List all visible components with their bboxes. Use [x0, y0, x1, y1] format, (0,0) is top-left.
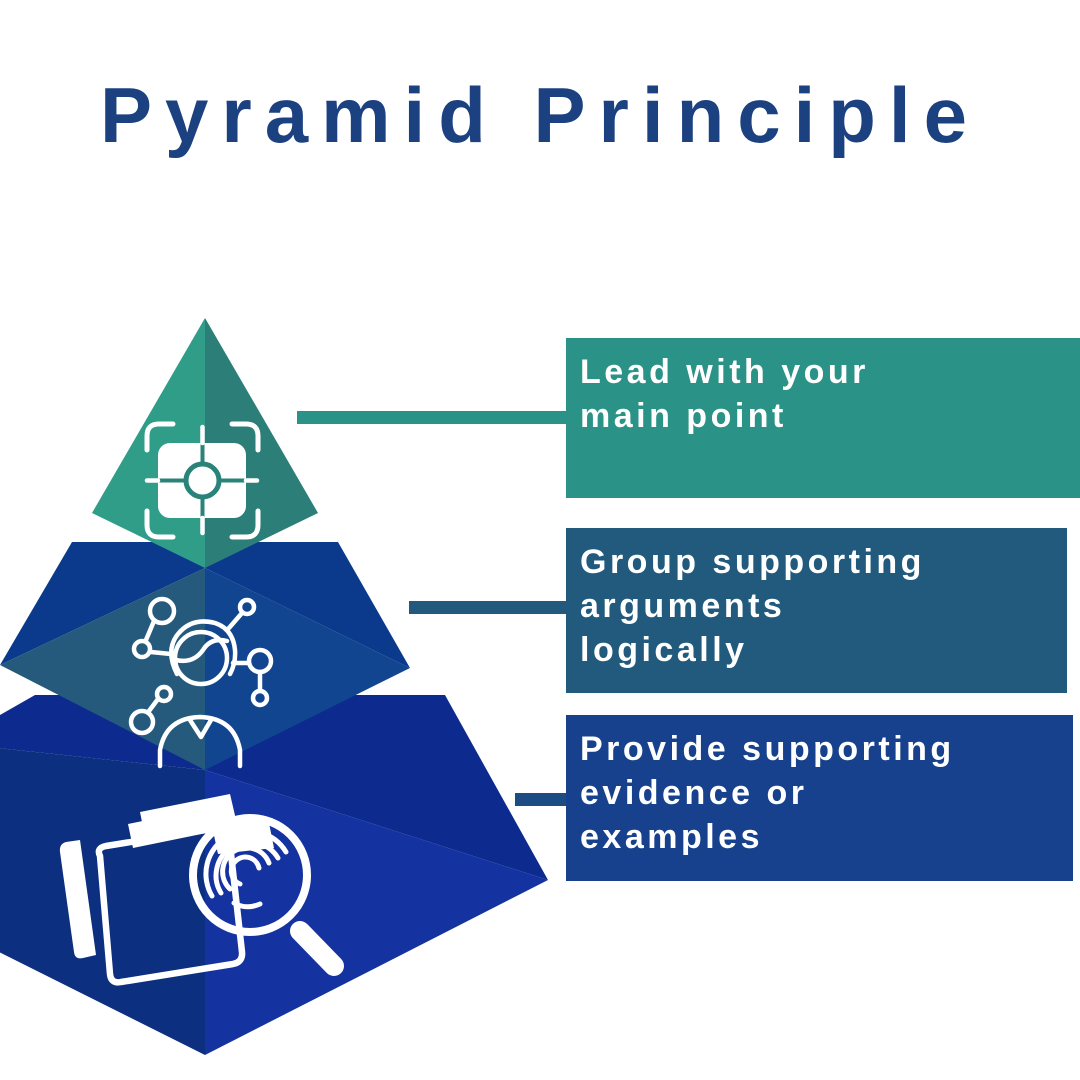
person-fringe — [173, 637, 230, 664]
network-link — [143, 618, 157, 643]
folder-spine — [59, 840, 96, 959]
label-line: examples — [580, 818, 763, 856]
bracket-bottom-right — [229, 508, 261, 540]
person-hair — [169, 619, 238, 677]
label-box-provide-evidence: Provide supporting evidence or examples — [566, 715, 1073, 881]
folder-search-fingerprint-icon — [59, 794, 344, 986]
pyramid-tier-3 — [0, 695, 548, 1055]
fingerprint-arc — [213, 839, 281, 896]
tier3-top-face — [0, 695, 548, 880]
folder-front — [95, 824, 246, 986]
label-line: logically — [580, 631, 748, 669]
label-line: arguments — [580, 587, 786, 625]
bracket-top-right — [229, 421, 261, 453]
fingerprint-arc — [228, 854, 262, 887]
network-link — [148, 649, 174, 657]
person-network-icon — [128, 596, 274, 769]
tier2-top-face — [0, 542, 410, 668]
network-node — [128, 708, 156, 736]
target-ring — [183, 461, 222, 500]
bracket-bottom-left — [144, 508, 176, 540]
person-bust — [157, 714, 243, 769]
label-line: Group supporting — [580, 543, 925, 581]
network-link — [146, 696, 161, 714]
network-node — [237, 597, 257, 617]
fingerprint-arc — [220, 845, 272, 892]
connector-line-top — [297, 411, 566, 424]
label-line: Lead with your — [580, 353, 869, 391]
label-line: evidence or — [580, 774, 808, 812]
pyramid-tier-1 — [92, 318, 318, 568]
label-line: main point — [580, 397, 787, 435]
network-node — [147, 596, 177, 626]
connector-line-bottom — [515, 793, 566, 806]
person-collar — [187, 717, 214, 740]
fingerprint-arc — [203, 828, 289, 899]
network-node — [154, 684, 174, 704]
paper-sheet — [140, 794, 237, 842]
tier3-right-face — [205, 770, 548, 1055]
network-node — [131, 638, 153, 660]
target-focus-icon — [144, 421, 261, 540]
bracket-top-left — [144, 421, 176, 453]
network-node — [250, 688, 270, 708]
fingerprint-tail — [231, 900, 263, 910]
pyramid-tier-2 — [0, 542, 410, 770]
connector-line-middle — [409, 601, 566, 614]
network-link — [226, 610, 245, 631]
magnifier-handle — [290, 921, 344, 976]
page-title: Pyramid Principle — [100, 71, 980, 159]
label-line: Provide supporting — [580, 730, 955, 768]
tier2-right-face — [205, 568, 410, 770]
magnifier-ring — [189, 814, 311, 936]
label-box-group-arguments: Group supporting arguments logically — [566, 528, 1067, 693]
label-box-lead-main-point: Lead with your main point — [566, 338, 1080, 498]
